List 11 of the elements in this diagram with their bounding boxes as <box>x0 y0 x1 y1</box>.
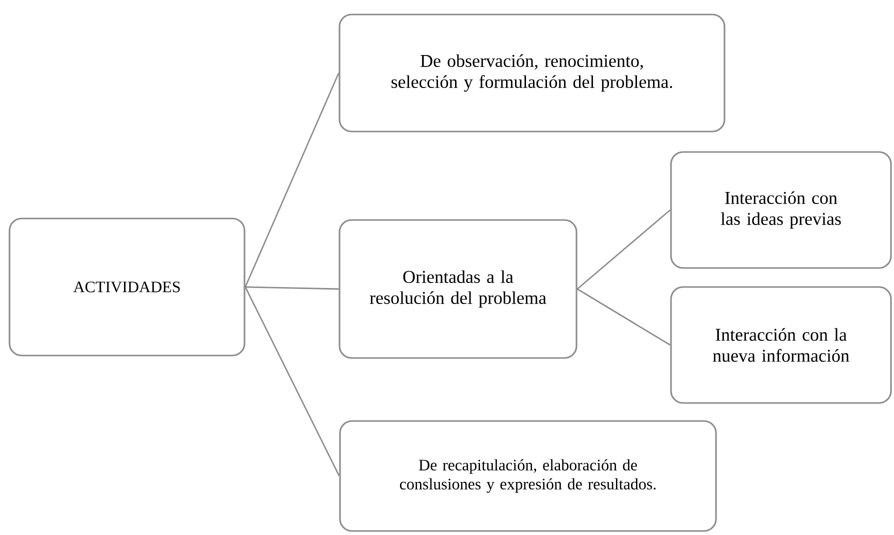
text-box: Orientadas a la resolución del problema <box>338 219 578 359</box>
text-box: Interacción con las ideas previas <box>670 151 892 269</box>
connector-line <box>244 286 340 476</box>
connector-line <box>244 72 340 288</box>
connector-line <box>245 286 339 290</box>
text-box: De recapitulación, elaboración de conslusiones y expresión de resultados. <box>339 420 717 532</box>
text-box: De observación, renocimiento, selección y formulación del problema. <box>338 14 726 132</box>
text-box: ACTIVIDADES <box>8 218 246 356</box>
connector-line <box>576 209 671 290</box>
text-box: Interacción con la nueva información <box>670 286 892 404</box>
connector-line <box>576 288 671 346</box>
